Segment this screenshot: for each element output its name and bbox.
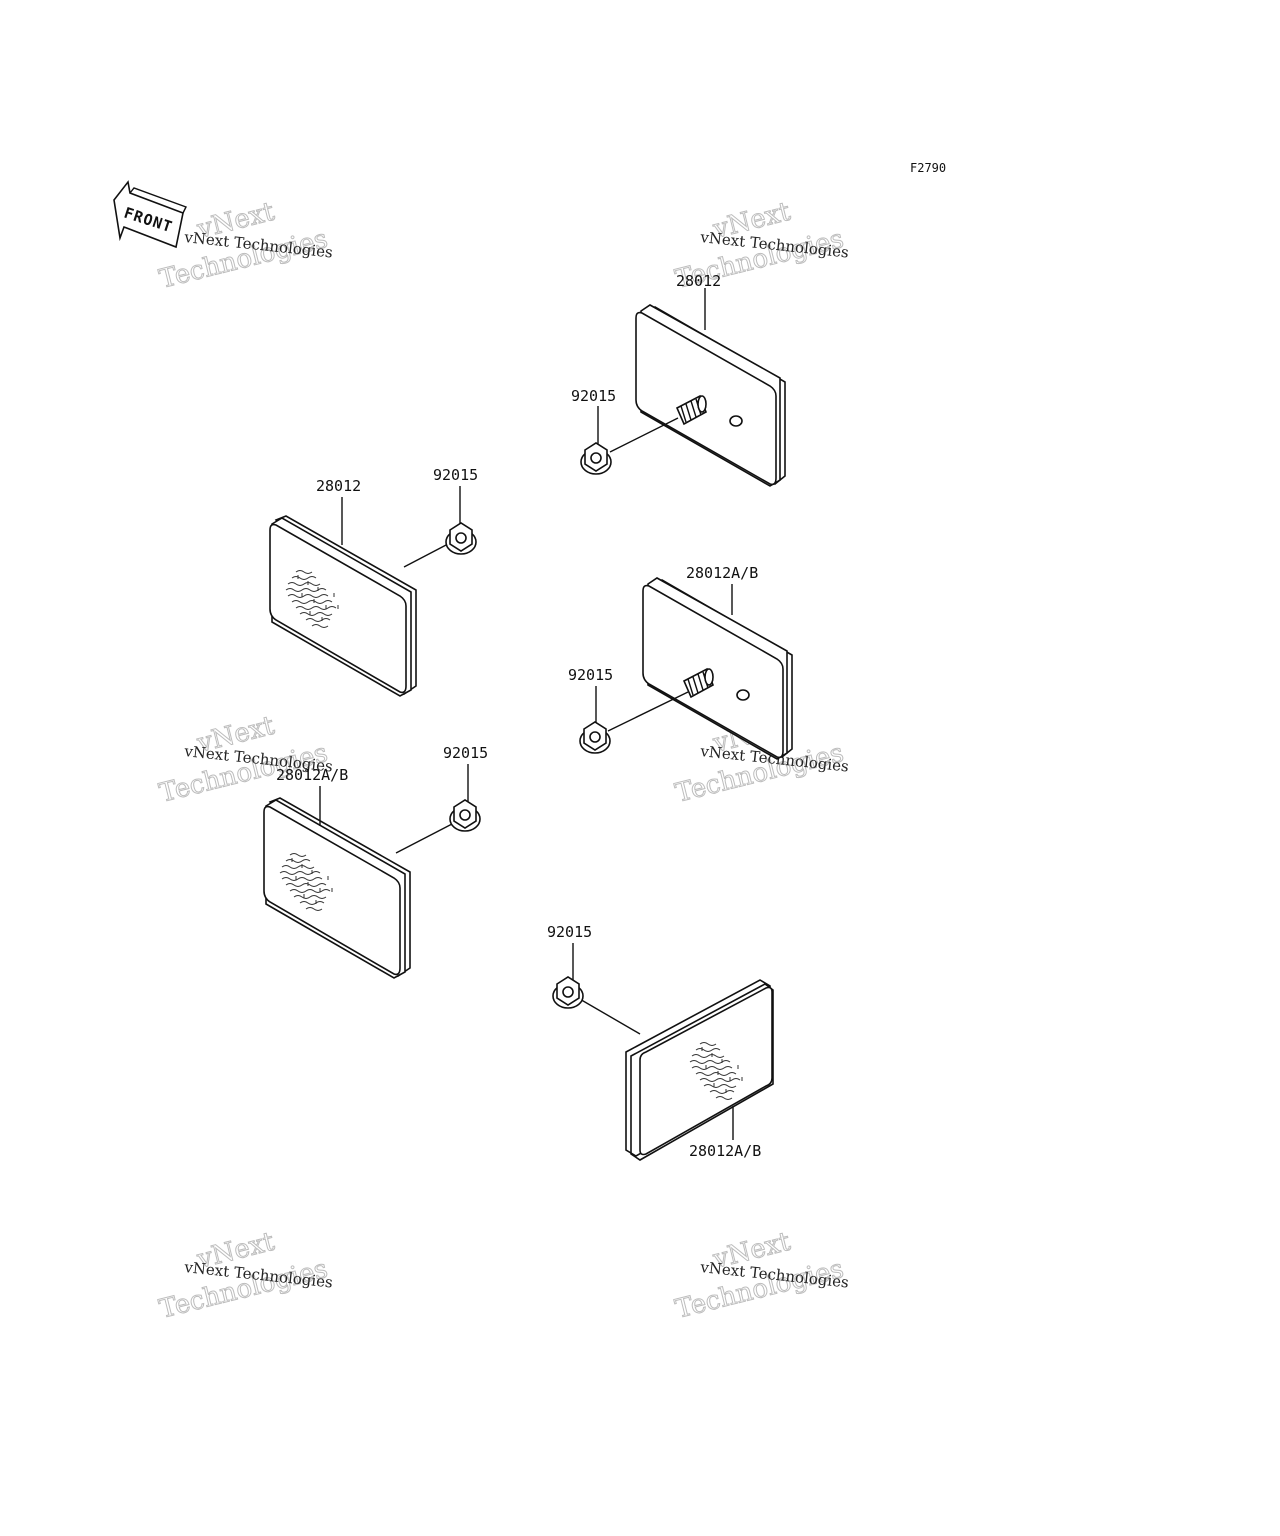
label-reflector-mid-right: 28012A/B: [686, 564, 758, 582]
locating-pin-icon: [729, 415, 743, 427]
leader-line: [577, 997, 641, 1035]
label-reflector-top-right: 28012: [676, 272, 721, 290]
label-reflector-left-upper: 28012: [316, 477, 361, 495]
leader-line: [607, 691, 689, 732]
stud-icon: [675, 394, 707, 426]
nut-left-upper-icon: [445, 522, 477, 555]
watermark-bottom-left: vNext Technologies vNext Technologies: [156, 1226, 334, 1325]
reflector-mid-right: [642, 577, 793, 760]
stud-icon: [682, 667, 714, 699]
nut-left-lower-icon: [449, 799, 481, 832]
front-arrow-icon: FRONT: [113, 180, 187, 249]
leader-line: [609, 417, 679, 453]
reflector-left-lower: [263, 797, 411, 979]
label-reflector-bottom-right: 28012A/B: [689, 1142, 761, 1160]
watermark-bottom-right: vNext Technologies vNext Technologies: [672, 1226, 850, 1325]
reflector-top-right: [635, 304, 786, 487]
figure-code: F2790: [910, 161, 946, 175]
label-nut-bottom-right: 92015: [547, 923, 592, 941]
reflector-left-upper: [269, 515, 417, 697]
nut-mid-right-icon: [579, 721, 611, 754]
watermark-mid-left: vNext Technologies vNext Technologies: [156, 710, 334, 809]
label-nut-top-right: 92015: [571, 387, 616, 405]
nut-top-right-icon: [580, 442, 612, 475]
label-nut-mid-right: 92015: [568, 666, 613, 684]
label-nut-left-upper: 92015: [433, 466, 478, 484]
label-reflector-left-lower: 28012A/B: [276, 766, 348, 784]
label-nut-left-lower: 92015: [443, 744, 488, 762]
watermark-top-right: vNext Technologies vNext Technologies: [672, 196, 850, 295]
locating-pin-icon: [736, 689, 750, 701]
leader-line: [403, 543, 449, 568]
nut-bottom-right-icon: [552, 976, 584, 1009]
leader-line: [395, 823, 453, 854]
reflector-bottom-right: [625, 979, 774, 1161]
